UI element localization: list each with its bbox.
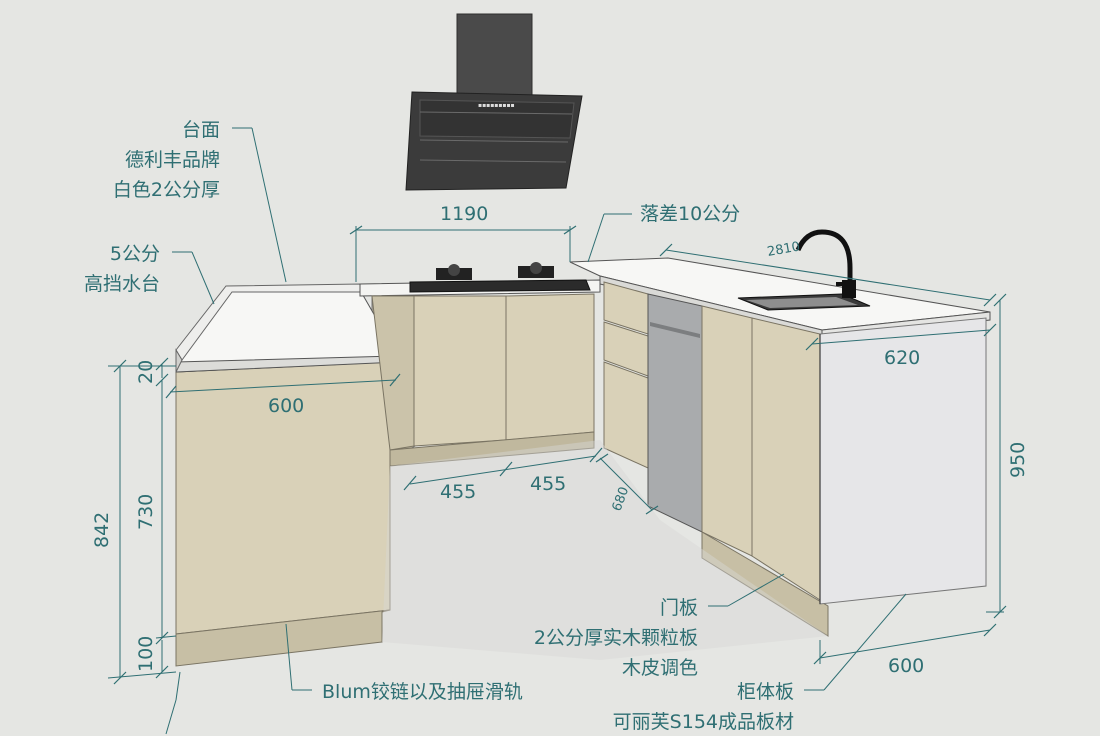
hob-cabinets [359, 262, 601, 467]
countertop-line-2: 德利丰品牌 [125, 149, 220, 171]
dim-drawer-b: 455 [530, 473, 566, 495]
door-line-1: 门板 [660, 597, 698, 619]
dim-hob-span: 1190 [440, 203, 488, 225]
dim-drawer-a: 455 [440, 481, 476, 503]
callout-hinge: Blum铰链以及抽屉滑轨 [285, 623, 523, 703]
callout-countertop: 台面 德利丰品牌 白色2公分厚 [113, 119, 287, 283]
dim-run-length: 2810 [766, 239, 801, 260]
callout-drop: 落差10公分 [640, 203, 740, 225]
floor-shadow [382, 440, 828, 660]
countertop-line-1: 台面 [182, 119, 220, 141]
dim-plinth: 100 [135, 636, 157, 672]
countertop-line-3: 白色2公分厚 [113, 179, 220, 201]
carcass-line-1: 柜体板 [737, 681, 794, 703]
dim-right-height: 950 [1007, 442, 1029, 478]
backsplash-line-2: 高挡水台 [84, 273, 160, 295]
hinge-label: Blum铰链以及抽屉滑轨 [322, 681, 523, 703]
backsplash-line-1: 5公分 [110, 243, 160, 265]
dim-sink-depth: 620 [884, 347, 920, 369]
callout-backsplash: 5公分 高挡水台 [84, 243, 215, 305]
range-hood: ▪▪▪▪▪▪▪▪▪ [405, 13, 583, 191]
carcass-line-2: 可丽芙S154成品板材 [613, 711, 794, 733]
door-line-2: 2公分厚实木颗粒板 [534, 627, 698, 649]
drop-label: 落差10公分 [640, 203, 740, 225]
dim-left-height-total: 842 [91, 512, 113, 548]
dimension-labels: 1190 600 842 730 20 100 455 455 680 2810… [91, 203, 1029, 677]
dim-left-depth: 600 [268, 395, 304, 417]
dim-right-depth: 600 [888, 655, 924, 677]
dim-top-thickness: 20 [135, 360, 157, 384]
hood-brand-text: ▪▪▪▪▪▪▪▪▪ [478, 102, 515, 109]
sink-run [569, 229, 991, 637]
dimension-lines [107, 213, 1007, 735]
callout-carcass: 柜体板 可丽芙S154成品板材 [613, 593, 907, 733]
gas-burners [436, 262, 554, 280]
callout-door: 门板 2公分厚实木颗粒板 木皮调色 [534, 573, 785, 679]
dim-left-height-body: 730 [135, 494, 157, 530]
door-line-3: 木皮调色 [622, 657, 698, 679]
left-cabinet [175, 283, 416, 667]
